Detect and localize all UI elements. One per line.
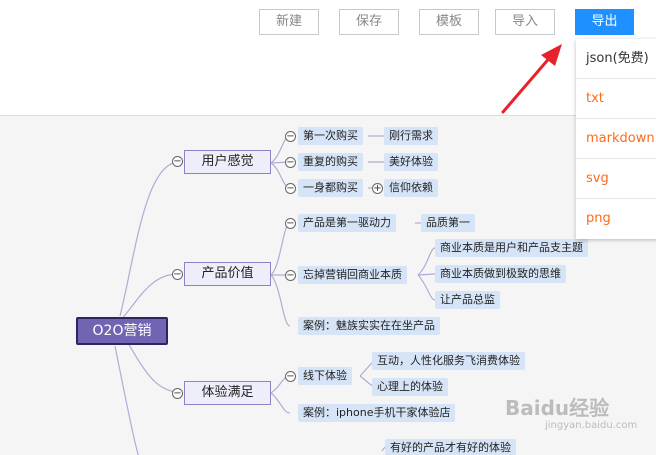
expand-toggle-icon[interactable]: + (372, 183, 383, 194)
leaf-node[interactable]: 有好的产品才有好的体验 (385, 439, 516, 455)
export-svg-item[interactable]: svg (576, 159, 656, 199)
collapse-toggle-icon[interactable]: − (285, 183, 296, 194)
collapse-toggle-icon[interactable]: − (285, 157, 296, 168)
export-png-item[interactable]: png (586, 211, 611, 226)
topic-node[interactable]: 重复的购买 (298, 153, 363, 171)
topic-node[interactable]: 一身都购买 (298, 179, 363, 197)
collapse-toggle-icon[interactable]: − (285, 131, 296, 142)
root-node[interactable]: O2O营销 (76, 317, 168, 345)
save-button[interactable]: 保存 (339, 9, 399, 35)
leaf-node[interactable]: 刚行需求 (384, 127, 438, 145)
toolbar: 新建 保存 模板 导入 导出 (0, 0, 656, 116)
mindmap-canvas: O2O营销 − 用户感觉 − 第一次购买 刚行需求 − 重复的购买 美好体验 −… (0, 116, 656, 455)
collapse-toggle-icon[interactable]: − (285, 371, 296, 382)
topic-node[interactable]: 案例：魅族实实在在坐产品 (298, 317, 440, 335)
leaf-node[interactable]: 信仰依赖 (384, 179, 438, 197)
baidu-watermark-domain: jingyan.baidu.com (545, 420, 638, 431)
collapse-toggle-icon[interactable]: − (285, 270, 296, 281)
new-button[interactable]: 新建 (259, 9, 319, 35)
template-button[interactable]: 模板 (419, 9, 479, 35)
topic-node[interactable]: 案例：iphone手机干家体验店 (298, 404, 456, 422)
branch-node-product-value[interactable]: 产品价值 (184, 262, 271, 286)
leaf-node[interactable]: 心理上的体验 (372, 378, 448, 396)
export-json-item[interactable]: json(免费) (576, 39, 656, 79)
leaf-node[interactable]: 品质第一 (421, 214, 475, 232)
leaf-node[interactable]: 互动，人性化服务飞消费体验 (372, 352, 525, 370)
export-txt-item[interactable]: txt (576, 79, 656, 119)
leaf-node[interactable]: 美好体验 (384, 153, 438, 171)
leaf-node[interactable]: 商业本质是用户和产品支主题 (435, 239, 588, 257)
export-button[interactable]: 导出 (575, 9, 634, 35)
branch-node-experience[interactable]: 体验满足 (184, 381, 271, 405)
import-button[interactable]: 导入 (495, 9, 555, 35)
collapse-toggle-icon[interactable]: − (285, 218, 296, 229)
collapse-toggle-icon[interactable]: − (172, 269, 183, 280)
collapse-toggle-icon[interactable]: − (172, 156, 183, 167)
leaf-node[interactable]: 让产品总监 (435, 291, 500, 309)
topic-node[interactable]: 第一次购买 (298, 127, 363, 145)
collapse-toggle-icon[interactable]: − (172, 388, 183, 399)
leaf-node[interactable]: 商业本质做到极致的思维 (435, 265, 566, 283)
export-markdown-item[interactable]: markdown (576, 119, 656, 159)
branch-node-user-feeling[interactable]: 用户感觉 (184, 150, 271, 174)
baidu-watermark-logo: Baidu经验 (505, 396, 610, 420)
export-menu: json(免费) txt markdown svg png (576, 39, 656, 239)
topic-node[interactable]: 产品是第一驱动力 (298, 214, 396, 232)
topic-node[interactable]: 线下体验 (298, 367, 352, 385)
topic-node[interactable]: 忘掉营销回商业本质 (298, 266, 407, 284)
